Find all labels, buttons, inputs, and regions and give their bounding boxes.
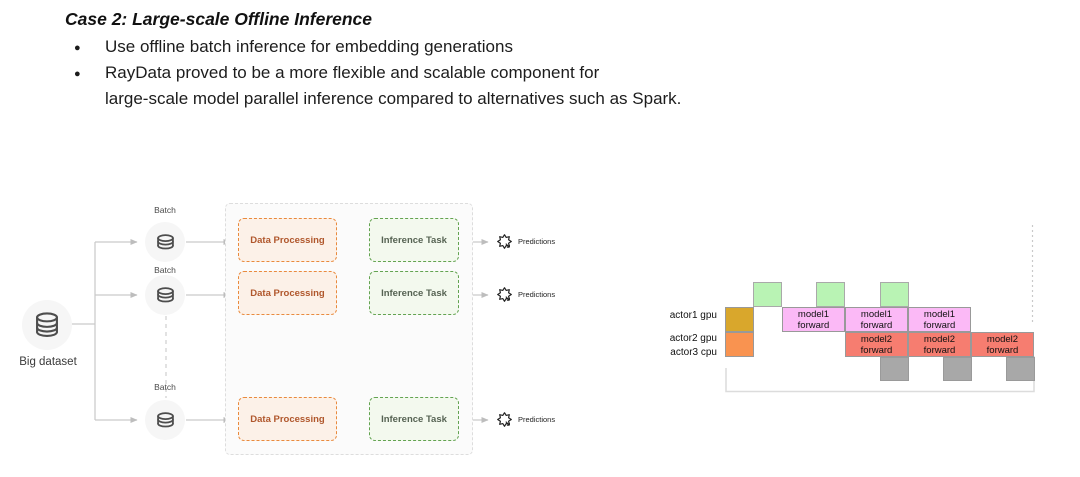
gantt-model1-block: model1 forward <box>908 307 971 332</box>
predictions-label: Predictions <box>518 236 556 246</box>
bullet-dot-icon: ● <box>74 68 81 80</box>
bullet-dot-icon: ● <box>74 42 81 54</box>
predictions-burst-icon <box>497 412 512 427</box>
batch-node <box>145 222 185 262</box>
gantt-load-block <box>880 282 909 307</box>
data-processing-label: Data Processing <box>250 287 325 299</box>
big-dataset-label: Big dataset <box>19 356 77 368</box>
predictions-burst-icon <box>497 234 512 249</box>
page-title: Case 2: Large-scale Offline Inference <box>65 9 373 29</box>
gantt-model1-block: model1 forward <box>782 307 845 332</box>
gantt-init-block-cpu <box>725 332 754 357</box>
predictions-label: Predictions <box>518 289 556 299</box>
batch-database-icon <box>156 411 174 427</box>
batch-label: Batch <box>154 205 176 215</box>
model2-block-label: model2 forward <box>923 333 956 356</box>
database-icon <box>36 312 58 338</box>
bullet-item: ● RayData proved to be a more flexible a… <box>65 60 685 112</box>
data-processing-box: Data Processing <box>238 397 337 441</box>
bullet-list: ● Use offline batch inference for embedd… <box>65 34 685 112</box>
big-dataset-node <box>22 300 72 350</box>
predictions-label: Predictions <box>518 414 556 424</box>
bullet-item: ● Use offline batch inference for embedd… <box>65 34 685 60</box>
inference-task-label: Inference Task <box>381 287 447 299</box>
actor2-gpu-label: actor2 gpu <box>669 333 717 344</box>
batch-label: Batch <box>154 265 176 275</box>
batch-node <box>145 275 185 315</box>
model1-block-label: model1 forward <box>797 308 830 331</box>
model1-block-label: model1 forward <box>923 308 956 331</box>
gantt-output-block <box>1006 357 1035 381</box>
gantt-model2-block: model2 forward <box>971 332 1034 357</box>
predictions-output: Predictions <box>496 411 555 428</box>
inference-task-box: Inference Task <box>369 397 459 441</box>
gantt-model2-block: model2 forward <box>845 332 908 357</box>
predictions-output: Predictions <box>496 233 555 250</box>
data-processing-box: Data Processing <box>238 271 337 315</box>
bullet-text-cont: large-scale model parallel inference com… <box>105 89 682 108</box>
inference-task-label: Inference Task <box>381 234 447 246</box>
predictions-burst-icon <box>497 287 512 302</box>
gantt-output-block <box>880 357 909 381</box>
batch-database-icon <box>156 286 174 302</box>
data-processing-box: Data Processing <box>238 218 337 262</box>
gantt-model1-block: model1 forward <box>845 307 908 332</box>
inference-task-label: Inference Task <box>381 413 447 425</box>
bullet-text: Use offline batch inference for embeddin… <box>105 37 513 56</box>
data-processing-label: Data Processing <box>250 234 325 246</box>
actor1-gpu-label: actor1 gpu <box>669 310 717 321</box>
gantt-output-block <box>943 357 972 381</box>
batch-label: Batch <box>154 382 176 392</box>
gantt-model2-block: model2 forward <box>908 332 971 357</box>
model1-block-label: model1 forward <box>860 308 893 331</box>
gantt-load-block <box>816 282 845 307</box>
data-processing-label: Data Processing <box>250 413 325 425</box>
model2-block-label: model2 forward <box>860 333 893 356</box>
bullet-text: RayData proved to be a more flexible and… <box>105 63 600 82</box>
slide-header: Case 2: Large-scale Offline Inference ● … <box>65 6 685 112</box>
inference-task-box: Inference Task <box>369 271 459 315</box>
batch-database-icon <box>156 233 174 249</box>
actor3-cpu-label: actor3 cpu <box>670 347 717 358</box>
gantt-init-block-gpu <box>725 307 754 332</box>
model2-block-label: model2 forward <box>986 333 1019 356</box>
predictions-output: Predictions <box>496 286 555 303</box>
gantt-load-block <box>753 282 782 307</box>
batch-node <box>145 400 185 440</box>
inference-task-box: Inference Task <box>369 218 459 262</box>
